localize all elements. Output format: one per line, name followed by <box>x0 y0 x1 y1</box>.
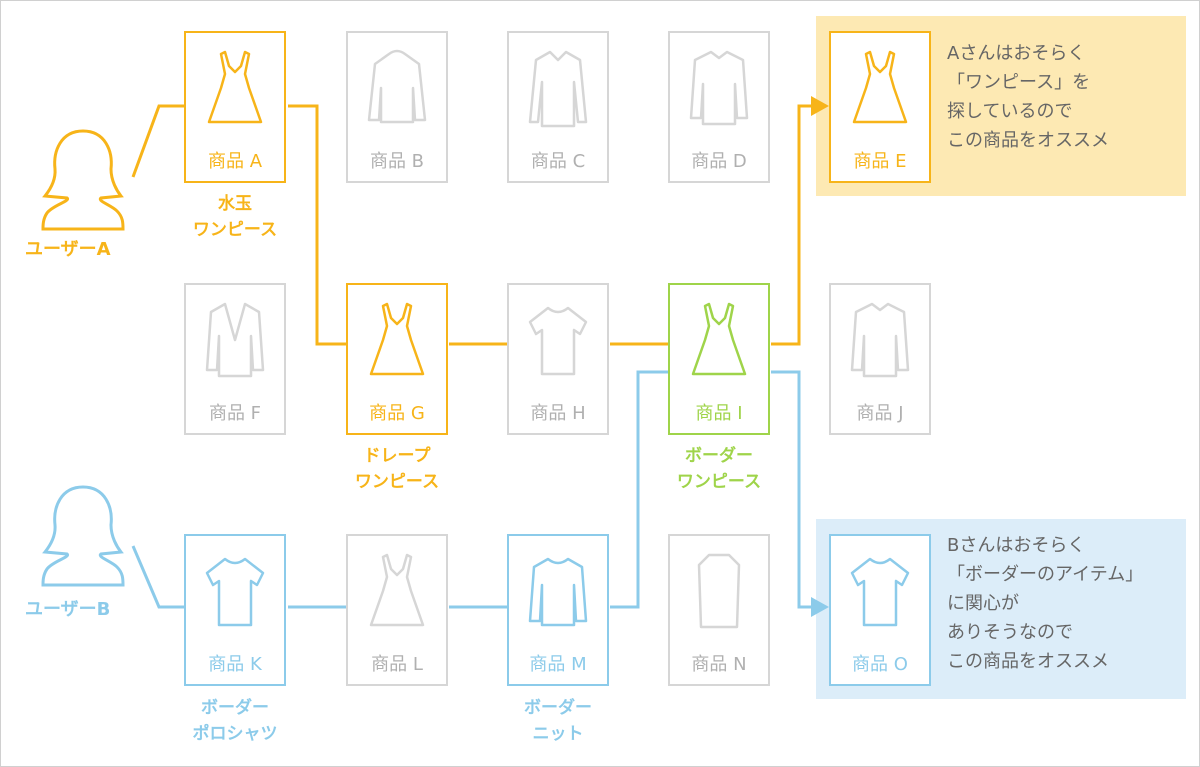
label-item-g: ドレープワンピース <box>327 443 467 495</box>
product-card-m[interactable]: 商品 M <box>507 534 609 686</box>
dress-icon <box>369 553 425 627</box>
label-line: ポロシャツ <box>192 724 278 744</box>
callout-line: この商品をオススメ <box>947 130 1109 151</box>
callout-line: 探しているので <box>947 101 1073 122</box>
vest-icon <box>697 553 741 629</box>
callout-a-text: Aさんはおそらく 「ワンピース」を 探しているので この商品をオススメ <box>947 39 1109 155</box>
product-card-g[interactable]: 商品 G <box>346 283 448 435</box>
user-b-icon <box>41 485 125 587</box>
product-name: 商品 E <box>853 151 907 172</box>
label-line: ワンピース <box>192 220 278 240</box>
callout-line: 「ワンピース」を <box>947 72 1091 93</box>
product-card-o[interactable]: 商品 O <box>829 534 931 686</box>
arrow-to-e <box>811 96 829 116</box>
product-name: 商品 J <box>856 403 904 424</box>
product-card-j[interactable]: 商品 J <box>829 283 931 435</box>
label-line: 水玉 <box>218 194 252 214</box>
product-card-a[interactable]: 商品 A <box>184 31 286 183</box>
path-m-i <box>610 370 668 609</box>
product-name: 商品 M <box>529 654 587 675</box>
callout-line: Aさんはおそらく <box>947 43 1086 64</box>
product-name: 商品 C <box>530 151 586 172</box>
callout-line: ありそうなので <box>947 622 1073 643</box>
tshirt-icon <box>850 557 910 627</box>
label-line: ニット <box>532 724 584 744</box>
arrow-to-o <box>811 597 829 617</box>
user-b-label: ユーザーB <box>25 599 111 620</box>
hoodie-icon <box>367 49 427 124</box>
product-name: 商品 I <box>695 403 743 424</box>
product-card-l[interactable]: 商品 L <box>346 534 448 686</box>
product-name: 商品 O <box>852 654 908 675</box>
cardigan-icon <box>205 302 265 378</box>
jacket-icon <box>689 50 749 126</box>
label-line: ボーダー <box>524 698 592 718</box>
product-card-c[interactable]: 商品 C <box>507 31 609 183</box>
label-line: ボーダー <box>685 446 753 466</box>
user-a-label: ユーザーA <box>25 239 111 260</box>
label-item-k: ボーダーポロシャツ <box>165 695 305 747</box>
path-user-a <box>131 104 184 178</box>
jacket-icon <box>850 302 910 378</box>
tshirt-icon <box>205 557 265 627</box>
path-i-o <box>771 370 813 609</box>
callout-line: この商品をオススメ <box>947 651 1109 672</box>
tshirt-icon <box>528 306 588 376</box>
product-name: 商品 N <box>691 654 747 675</box>
product-card-h[interactable]: 商品 H <box>507 283 609 435</box>
product-card-n[interactable]: 商品 N <box>668 534 770 686</box>
product-name: 商品 K <box>208 654 262 675</box>
product-name: 商品 A <box>207 151 263 172</box>
dress-icon <box>691 302 747 376</box>
product-name: 商品 G <box>369 403 425 424</box>
product-card-i[interactable]: 商品 I <box>668 283 770 435</box>
product-card-k[interactable]: 商品 K <box>184 534 286 686</box>
product-name: 商品 B <box>369 151 425 172</box>
callout-line: Bさんはおそらく <box>947 535 1086 556</box>
user-a-icon <box>41 129 125 231</box>
path-a-g <box>288 104 346 346</box>
path-user-b <box>131 545 184 609</box>
callout-b-text: Bさんはおそらく 「ボーダーのアイテム」 に関心が ありそうなので この商品をオ… <box>947 531 1143 676</box>
label-line: ボーダー <box>201 698 269 718</box>
label-line: ワンピース <box>354 472 440 492</box>
product-card-e[interactable]: 商品 E <box>829 31 931 183</box>
path-i-e <box>771 104 813 346</box>
label-line: ワンピース <box>676 472 762 492</box>
label-item-i: ボーダーワンピース <box>649 443 789 495</box>
sweater-icon <box>528 557 588 627</box>
product-name: 商品 H <box>530 403 586 424</box>
product-name: 商品 F <box>208 403 262 424</box>
dress-icon <box>852 50 908 124</box>
callout-line: 「ボーダーのアイテム」 <box>947 564 1144 585</box>
label-item-a: 水玉ワンピース <box>165 191 305 243</box>
label-item-m: ボーダーニット <box>488 695 628 747</box>
product-card-b[interactable]: 商品 B <box>346 31 448 183</box>
product-name: 商品 L <box>371 654 423 675</box>
shirt-icon <box>528 50 588 128</box>
product-name: 商品 D <box>691 151 747 172</box>
product-card-f[interactable]: 商品 F <box>184 283 286 435</box>
label-line: ドレープ <box>363 446 431 466</box>
callout-line: に関心が <box>947 593 1019 614</box>
dress-icon <box>207 50 263 124</box>
product-card-d[interactable]: 商品 D <box>668 31 770 183</box>
dress-icon <box>369 302 425 376</box>
